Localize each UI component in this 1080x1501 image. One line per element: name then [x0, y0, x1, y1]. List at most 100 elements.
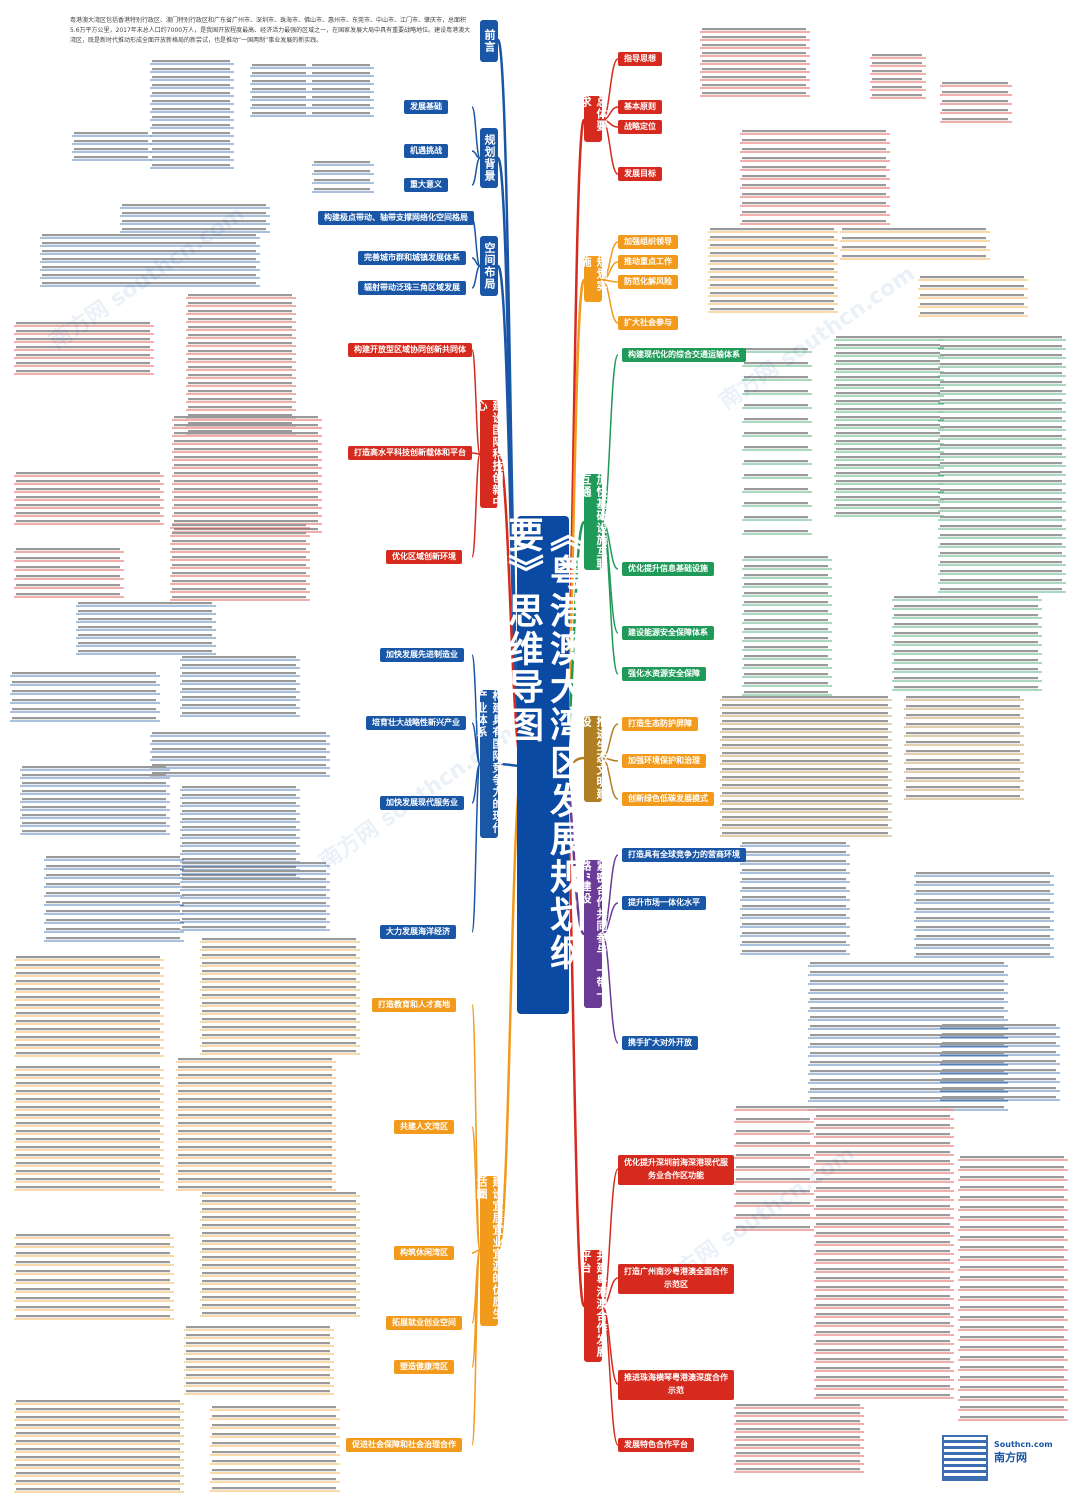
detail-text-line: [960, 1236, 1064, 1239]
detail-text-line: [42, 274, 256, 277]
detail-text-line: [312, 64, 370, 67]
detail-text-line: [872, 62, 922, 65]
detail-text-line: [742, 157, 886, 160]
detail-text-line: [22, 814, 166, 817]
detail-text-line: [188, 366, 292, 369]
detail-text-line: [174, 464, 318, 467]
detail-text-line: [152, 148, 230, 151]
detail-text-line: [152, 76, 230, 79]
detail-text-line: [212, 1460, 336, 1463]
detail-text-line: [942, 118, 1008, 121]
detail-text-line: [152, 140, 230, 143]
detail-text-line: [960, 1206, 1064, 1209]
section-shengtai: 推进生态文明建设: [579, 716, 608, 802]
detail-text-line: [722, 720, 888, 723]
subtopic: 打造生态防护屏障: [622, 717, 698, 731]
detail-text-line: [744, 418, 808, 421]
detail-text-line: [816, 1250, 950, 1253]
detail-text-line: [702, 44, 806, 47]
detail-text-line: [722, 816, 888, 819]
detail-text-line: [202, 994, 356, 997]
detail-text-line: [940, 381, 1062, 384]
detail-text-line: [16, 1162, 160, 1165]
detail-text-line: [722, 776, 888, 779]
detail-text-line: [252, 64, 306, 67]
detail-text-line: [810, 1088, 1004, 1091]
detail-text-line: [16, 1297, 170, 1300]
detail-text-line: [942, 100, 1008, 103]
detail-text-line: [152, 156, 230, 159]
detail-text-line: [744, 516, 808, 519]
detail-text-line: [710, 284, 834, 287]
detail-text-line: [16, 1472, 180, 1475]
detail-text-line: [202, 1272, 356, 1275]
detail-text-line: [722, 792, 888, 795]
detail-text-line: [894, 605, 1038, 608]
detail-text-line: [186, 1358, 330, 1361]
detail-text-line: [16, 1306, 170, 1309]
detail-text-line: [960, 1286, 1064, 1289]
detail-text-line: [942, 1024, 1056, 1027]
detail-text-line: [16, 1052, 160, 1055]
detail-text-line: [16, 322, 150, 325]
detail-text-line: [960, 1156, 1064, 1159]
detail-text-line: [744, 691, 828, 694]
detail-text-line: [16, 1106, 160, 1109]
detail-text-line: [16, 1138, 160, 1141]
detail-text-line: [894, 641, 1038, 644]
detail-text-line: [744, 655, 828, 658]
connector-line: [601, 1277, 619, 1307]
detail-text-line: [810, 962, 1004, 965]
detail-text-line: [710, 300, 834, 303]
detail-text-line: [736, 1142, 810, 1145]
detail-text-line: [74, 156, 148, 159]
detail-text-line: [836, 472, 940, 475]
detail-text-line: [810, 989, 1004, 992]
subtopic: 打造高水平科技创新载体和平台: [348, 446, 472, 460]
detail-text-line: [722, 800, 888, 803]
detail-text-line: [16, 1416, 180, 1419]
detail-text-line: [702, 28, 806, 31]
detail-text-line: [152, 732, 326, 735]
detail-text-line: [202, 938, 356, 941]
detail-text-line: [940, 444, 1062, 447]
detail-text-line: [960, 1346, 1064, 1349]
detail-text-line: [960, 1296, 1064, 1299]
detail-text-line: [182, 664, 296, 667]
detail-text-line: [202, 978, 356, 981]
detail-text-line: [710, 268, 834, 271]
detail-text-line: [174, 448, 318, 451]
detail-text-line: [188, 294, 292, 297]
subtopic: 辐射带动泛珠三角区域发展: [358, 281, 466, 295]
connector-line: [471, 157, 481, 186]
detail-text-line: [122, 204, 266, 207]
detail-text-line: [816, 1205, 950, 1208]
detail-text-line: [182, 794, 296, 797]
detail-text-line: [744, 628, 828, 631]
detail-text-line: [212, 1406, 336, 1409]
detail-text-line: [16, 346, 150, 349]
detail-text-line: [744, 682, 828, 685]
section-guihua-shishi: 规划实施: [579, 256, 608, 302]
detail-text-line: [710, 244, 834, 247]
detail-text-line: [742, 166, 886, 169]
detail-text-line: [960, 1246, 1064, 1249]
detail-text-line: [78, 610, 212, 613]
detail-text-line: [942, 1078, 1056, 1081]
detail-text-line: [906, 723, 1020, 726]
detail-text-line: [182, 810, 296, 813]
detail-text-line: [178, 1090, 332, 1093]
detail-text-line: [202, 1280, 356, 1283]
detail-text-line: [152, 164, 230, 167]
subtopic: 打造具有全球竞争力的营商环境: [622, 848, 746, 862]
detail-text-line: [916, 899, 1050, 902]
detail-text-line: [16, 1400, 180, 1403]
section-zongti-yaoqiu: 总体要求: [579, 96, 608, 142]
detail-text-line: [836, 360, 940, 363]
qr-code-icon: [942, 1435, 988, 1481]
detail-text-line: [942, 1087, 1056, 1090]
detail-text-line: [894, 686, 1038, 689]
detail-text-line: [736, 1166, 810, 1169]
detail-text-line: [742, 923, 846, 926]
detail-text-line: [722, 736, 888, 739]
